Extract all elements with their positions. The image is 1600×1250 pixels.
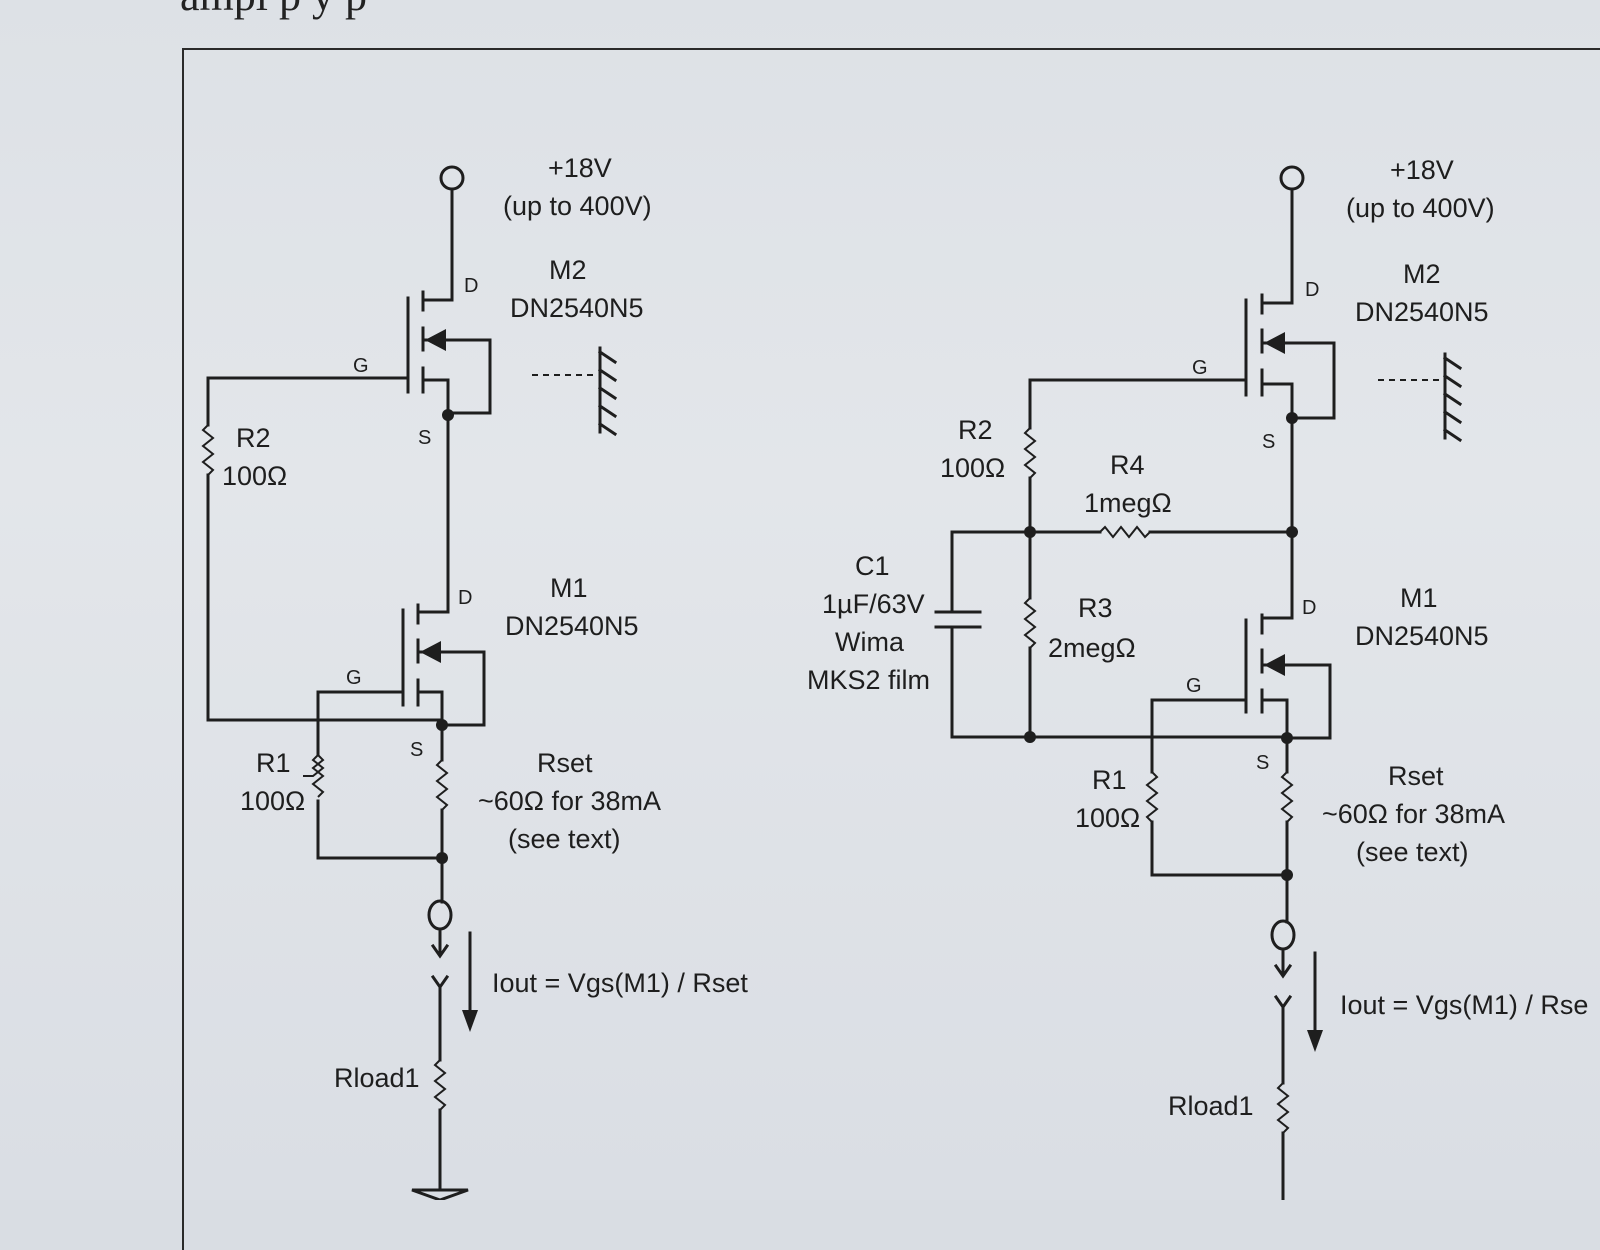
left-rload-label: Rload1 [334, 1063, 420, 1093]
right-r3-value: 2megΩ [1048, 633, 1136, 663]
left-iout-equation: Iout = Vgs(M1) / Rset [492, 968, 748, 998]
left-rset-value: ~60Ω for 38mA [478, 786, 662, 816]
right-m2-transistor [1244, 293, 1336, 420]
right-r2-value: 100Ω [940, 453, 1006, 483]
right-m2-pin-d: D [1305, 279, 1320, 301]
right-r1-name: R1 [1092, 765, 1127, 795]
right-rset-resistor [1280, 771, 1294, 823]
left-ground-symbol [411, 1188, 469, 1200]
right-c1-brand: Wima [835, 627, 904, 657]
right-r4-name: R4 [1110, 450, 1145, 480]
right-r3-resistor [1023, 597, 1037, 649]
right-m1-part: DN2540N5 [1355, 621, 1489, 651]
right-m1-pin-s: S [1256, 752, 1270, 774]
right-m2-gate-wire [1028, 378, 1248, 430]
right-m1-pin-d: D [1302, 597, 1317, 619]
left-r2-value: 100Ω [222, 461, 288, 491]
left-m2-part: DN2540N5 [510, 293, 644, 323]
right-r2-name: R2 [958, 415, 993, 445]
left-r1-value: 100Ω [240, 786, 306, 816]
left-source-drain-wire [416, 413, 450, 614]
left-output-jack [427, 899, 453, 931]
left-m1-name: M1 [550, 573, 588, 603]
left-m2-pin-s: S [418, 427, 432, 449]
right-rset-note: (see text) [1356, 837, 1469, 867]
right-r1-resistor [1145, 771, 1159, 823]
left-r2-wire [206, 473, 442, 722]
left-rset-resistor [435, 759, 449, 811]
right-m1-transistor [1244, 613, 1332, 740]
figure-frame [182, 48, 1600, 1250]
right-m1-gate-wire [1150, 698, 1248, 774]
left-r2-resistor [201, 424, 215, 476]
right-m2-source-wire [1260, 416, 1294, 620]
left-circuit [201, 165, 618, 1200]
left-rload-resistor [433, 1059, 447, 1111]
right-r2-resistor [1023, 427, 1037, 479]
right-m2-pin-s: S [1262, 431, 1276, 453]
right-rload-label: Rload1 [1168, 1091, 1254, 1121]
left-m1-transistor [401, 603, 486, 727]
right-c1-capacitor [934, 610, 982, 629]
right-supply-note: (up to 400V) [1346, 193, 1495, 223]
left-m2-pin-d: D [464, 275, 479, 297]
right-m2-pin-g: G [1192, 357, 1208, 379]
right-iout-equation: Iout = Vgs(M1) / Rse [1340, 990, 1589, 1020]
left-supply-note: (up to 400V) [503, 191, 652, 221]
left-m1-part: DN2540N5 [505, 611, 639, 641]
left-m2-gate-wire [206, 376, 410, 427]
right-supply-label: +18V [1390, 155, 1454, 185]
right-r1-value: 100Ω [1075, 803, 1141, 833]
right-r4-value: 1megΩ [1084, 488, 1172, 518]
left-m1-pin-g: G [346, 667, 362, 689]
left-r1-resistor [303, 754, 325, 798]
right-m1-pin-g: G [1186, 675, 1202, 697]
left-m1-pin-s: S [410, 739, 424, 761]
right-supply-wire [1260, 187, 1294, 305]
right-c1-name: C1 [855, 551, 890, 581]
right-heatsink-symbol [1442, 352, 1463, 443]
right-m1-name: M1 [1400, 583, 1438, 613]
right-m2-part: DN2540N5 [1355, 297, 1489, 327]
left-supply-label: +18V [548, 153, 612, 183]
left-m2-name: M2 [549, 255, 587, 285]
right-r4-resistor [1099, 525, 1151, 539]
right-rset-value: ~60Ω for 38mA [1322, 799, 1506, 829]
left-m2-pin-g: G [353, 355, 369, 377]
left-heatsink-symbol [597, 346, 618, 437]
left-rset-note: (see text) [508, 824, 621, 854]
cut-off-text-line: ampl p y p [180, 0, 367, 21]
left-rset-name: Rset [537, 748, 593, 778]
left-r1-name: R1 [256, 748, 291, 778]
right-m2-name: M2 [1403, 259, 1441, 289]
right-c1-value: 1µF/63V [822, 589, 925, 619]
schematic-drawing [201, 165, 1463, 1200]
right-circuit [934, 165, 1463, 1200]
left-m2-transistor [406, 290, 492, 417]
right-rload-resistor [1276, 1082, 1290, 1134]
right-output-jack [1270, 919, 1296, 951]
right-rset-name: Rset [1388, 761, 1444, 791]
left-supply-terminal [439, 165, 465, 191]
right-supply-terminal [1279, 165, 1305, 191]
left-m1-pin-d: D [458, 587, 473, 609]
left-r2-name: R2 [236, 423, 271, 453]
left-m1-gate-wire [316, 690, 405, 757]
right-c1-type: MKS2 film [807, 665, 931, 695]
right-r3-name: R3 [1078, 593, 1113, 623]
left-supply-wire [421, 187, 454, 302]
